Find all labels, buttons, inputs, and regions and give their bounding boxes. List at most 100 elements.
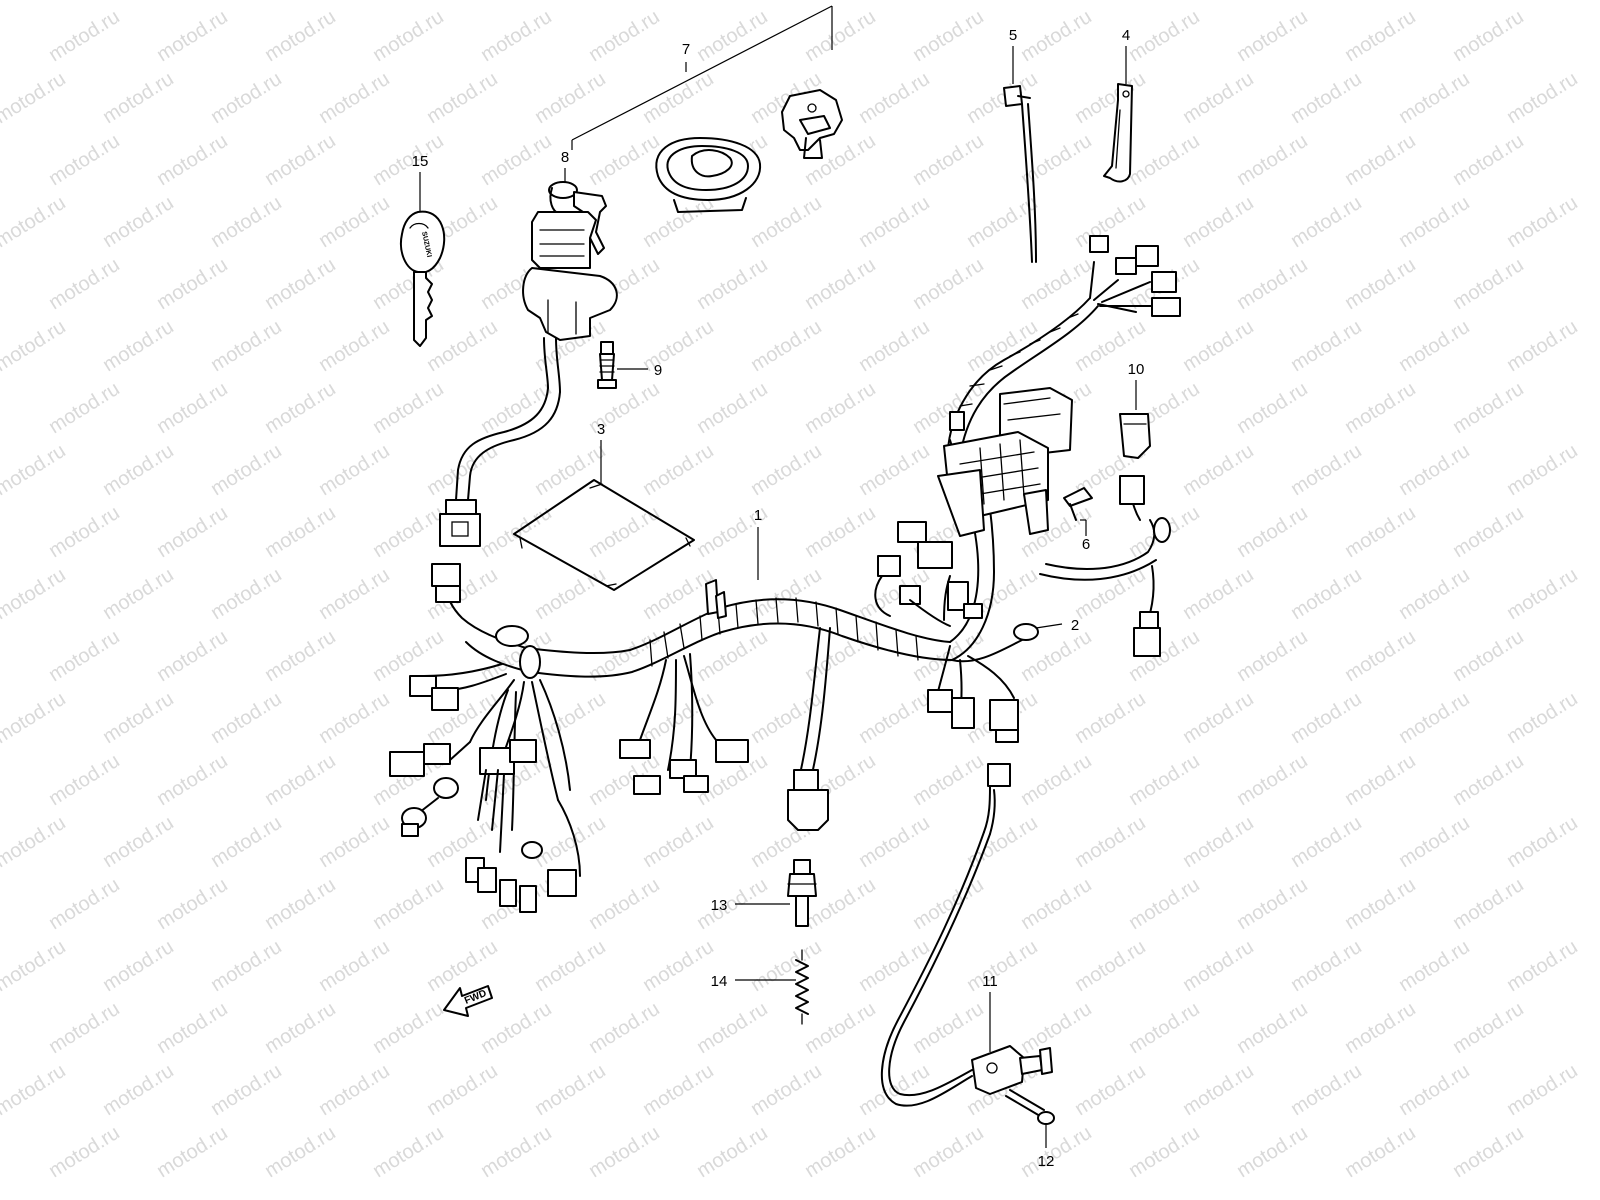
watermark-text: motod.ru [1125, 1122, 1204, 1182]
callout-9: 9 [654, 362, 662, 379]
watermark-text: motod.ru [1179, 564, 1258, 624]
watermark-text: motod.ru [693, 378, 772, 438]
watermark-text: motod.ru [45, 626, 124, 686]
watermark-text: motod.ru [1449, 378, 1528, 438]
callout-4: 4 [1122, 27, 1130, 44]
watermark-text: motod.ru [855, 688, 934, 748]
watermark-text: motod.ru [153, 750, 232, 810]
watermark-text: motod.ru [1179, 316, 1258, 376]
watermark-text: motod.ru [315, 316, 394, 376]
watermark-text: motod.ru [0, 316, 70, 376]
watermark-text: motod.ru [531, 440, 610, 500]
watermark-text: motod.ru [639, 440, 718, 500]
watermark-text: motod.ru [585, 130, 664, 190]
watermark-text: motod.ru [747, 688, 826, 748]
watermark-text: motod.ru [1341, 502, 1420, 562]
watermark-text: motod.ru [639, 1060, 718, 1120]
watermark-text: motod.ru [531, 936, 610, 996]
watermark-text: motod.ru [585, 998, 664, 1058]
watermark-text: motod.ru [153, 378, 232, 438]
callout-7: 7 [682, 41, 690, 58]
watermark-text: motod.ru [801, 378, 880, 438]
watermark-text: motod.ru [207, 812, 286, 872]
callout-10: 10 [1128, 361, 1145, 378]
watermark-text: motod.ru [45, 874, 124, 934]
ignition-switch [439, 181, 618, 547]
watermark-text: motod.ru [801, 1122, 880, 1182]
watermark-text: motod.ru [1071, 68, 1150, 128]
watermark-text: motod.ru [1449, 130, 1528, 190]
watermark-text: motod.ru [423, 936, 502, 996]
watermark-text: motod.ru [1287, 440, 1366, 500]
watermark-text: motod.ru [855, 812, 934, 872]
watermark-text: motod.ru [693, 626, 772, 686]
watermark-text: motod.ru [1503, 812, 1582, 872]
watermark-text: motod.ru [1449, 1122, 1528, 1182]
watermark-text: motod.ru [801, 254, 880, 314]
watermark-text: motod.ru [0, 564, 70, 624]
watermark-text: motod.ru [1503, 316, 1582, 376]
watermark-text: motod.ru [855, 316, 934, 376]
watermark-text: motod.ru [855, 192, 934, 252]
watermark-text: motod.ru [1179, 812, 1258, 872]
watermark-text: motod.ru [1341, 750, 1420, 810]
watermark-text: motod.ru [855, 440, 934, 500]
watermark-text: motod.ru [45, 1122, 124, 1182]
callout-1: 1 [754, 507, 762, 524]
watermark-text: motod.ru [99, 440, 178, 500]
watermark-text: motod.ru [1287, 688, 1366, 748]
watermark-text: motod.ru [1233, 998, 1312, 1058]
watermark-text: motod.ru [747, 564, 826, 624]
watermark-text: motod.ru [261, 254, 340, 314]
watermark-text: motod.ru [747, 440, 826, 500]
watermark-text: motod.ru [315, 1060, 394, 1120]
watermark-text: motod.ru [0, 1060, 70, 1120]
watermark-text: motod.ru [1503, 1060, 1582, 1120]
watermark-text: motod.ru [1179, 192, 1258, 252]
watermark-text: motod.ru [45, 254, 124, 314]
watermark-text: motod.ru [153, 626, 232, 686]
watermark-text: motod.ru [207, 192, 286, 252]
watermark-text: motod.ru [0, 68, 70, 128]
watermark-text: motod.ru [99, 564, 178, 624]
watermark-text: motod.ru [369, 998, 448, 1058]
watermark-text: motod.ru [1071, 192, 1150, 252]
watermark-text: motod.ru [909, 1122, 988, 1182]
watermark-text: motod.ru [747, 316, 826, 376]
main-wiring-harness [389, 235, 1181, 1107]
watermark-text: motod.ru [1449, 750, 1528, 810]
watermark-text: motod.ru [261, 502, 340, 562]
callout-5: 5 [1009, 27, 1017, 44]
watermark-text: motod.ru [1125, 130, 1204, 190]
watermark-text: motod.ru [261, 1122, 340, 1182]
watermark-text: motod.ru [153, 1122, 232, 1182]
watermark-text: motod.ru [261, 130, 340, 190]
watermark-text: motod.ru [1503, 440, 1582, 500]
watermark-text: motod.ru [909, 750, 988, 810]
watermark-text: motod.ru [1503, 688, 1582, 748]
watermark-text: motod.ru [1395, 192, 1474, 252]
watermark-text: motod.ru [909, 998, 988, 1058]
watermark-text: motod.ru [693, 1122, 772, 1182]
watermark-text: motod.ru [477, 6, 556, 66]
callout-11: 11 [982, 973, 998, 990]
watermark-text: motod.ru [261, 874, 340, 934]
watermark-text: motod.ru [1179, 1060, 1258, 1120]
watermark-text: motod.ru [1233, 254, 1312, 314]
screw-12 [1005, 1089, 1055, 1125]
watermark-text: motod.ru [369, 1122, 448, 1182]
watermark-text: motod.ru [1395, 936, 1474, 996]
watermark-text: motod.ru [1125, 998, 1204, 1058]
bolt-6 [1063, 487, 1093, 521]
watermark-text: motod.ru [1449, 874, 1528, 934]
watermark-text: motod.ru [1287, 1060, 1366, 1120]
watermark-text: motod.ru [153, 998, 232, 1058]
fuel-tank-cap [655, 137, 762, 213]
watermark-text: motod.ru [909, 378, 988, 438]
watermark-text: motod.ru [1341, 254, 1420, 314]
watermark-text: motod.ru [1395, 68, 1474, 128]
watermark-text: motod.ru [1125, 6, 1204, 66]
watermark-text: motod.ru [747, 1060, 826, 1120]
watermark-text: motod.ru [261, 750, 340, 810]
